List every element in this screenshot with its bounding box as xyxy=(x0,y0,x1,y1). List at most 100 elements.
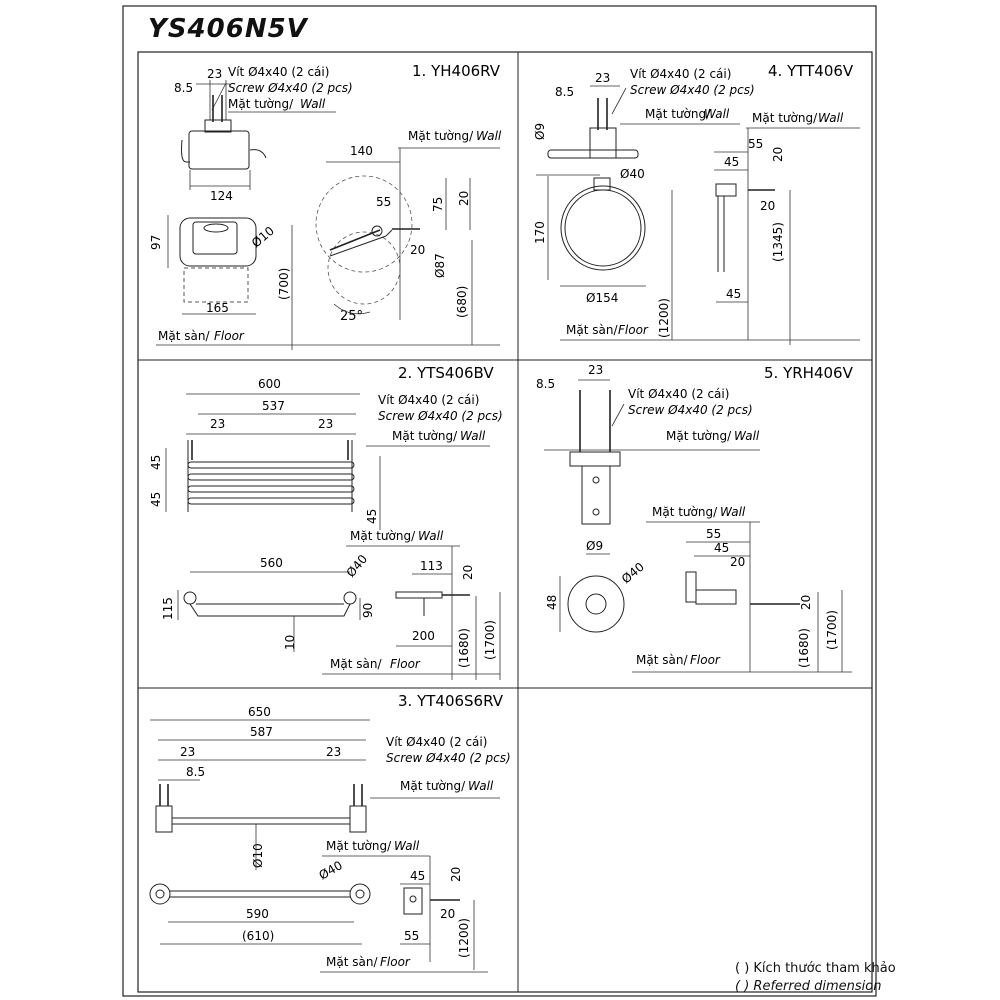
svg-text:Floor: Floor xyxy=(380,955,411,969)
svg-text:Vít Ø4x40 (2 cái): Vít Ø4x40 (2 cái) xyxy=(628,387,729,401)
svg-text:55: 55 xyxy=(748,137,763,151)
dim-20-b: 20 xyxy=(410,243,425,257)
towel-ring xyxy=(560,185,646,271)
roll-outline xyxy=(315,175,413,273)
svg-text:45: 45 xyxy=(149,492,163,507)
svg-text:Ø9: Ø9 xyxy=(533,123,547,140)
svg-text:Mặt tường/: Mặt tường/ xyxy=(350,529,416,543)
svg-text:3. YT406S6RV: 3. YT406S6RV xyxy=(398,692,504,710)
screw-label-vn: Vít Ø4x40 (2 cái) xyxy=(228,65,329,79)
svg-text:8.5: 8.5 xyxy=(536,377,555,391)
svg-text:10: 10 xyxy=(283,635,297,650)
svg-text:Mặt sàn/: Mặt sàn/ xyxy=(326,955,378,969)
svg-text:(1345): (1345) xyxy=(771,222,785,262)
panel-3-yt406s6rv: 3. YT406S6RV 650 587 Vít Ø4x40 (2 cái) S… xyxy=(149,692,511,973)
svg-text:20: 20 xyxy=(771,147,785,162)
svg-text:23: 23 xyxy=(318,417,333,431)
svg-text:23: 23 xyxy=(180,745,195,759)
towel-bar xyxy=(171,817,351,825)
svg-text:Mặt sàn/: Mặt sàn/ xyxy=(636,653,688,667)
svg-text:170: 170 xyxy=(533,221,547,244)
panel-2-yts406bv: 2. YTS406BV 600 537 Vít Ø4x40 (2 cái) Sc… xyxy=(149,364,503,680)
svg-text:Ø40: Ø40 xyxy=(317,858,345,882)
dim-680: (680) xyxy=(455,286,469,318)
svg-text:20: 20 xyxy=(760,199,775,213)
dim-700: (700) xyxy=(277,268,291,300)
svg-text:Floor: Floor xyxy=(690,653,721,667)
svg-text:8.5: 8.5 xyxy=(555,85,574,99)
svg-text:(1200): (1200) xyxy=(657,298,671,338)
svg-text:(1700): (1700) xyxy=(825,610,839,650)
svg-text:48: 48 xyxy=(545,595,559,610)
svg-text:55: 55 xyxy=(706,527,721,541)
svg-text:45: 45 xyxy=(724,155,739,169)
dim-20: 20 xyxy=(457,191,471,206)
svg-text:Wall: Wall xyxy=(734,429,760,443)
svg-text:Mặt tường/: Mặt tường/ xyxy=(326,839,392,853)
svg-text:20: 20 xyxy=(730,555,745,569)
wall-label-en: Wall xyxy=(300,97,326,111)
svg-text:20: 20 xyxy=(440,907,455,921)
svg-text:45: 45 xyxy=(726,287,741,301)
svg-text:20: 20 xyxy=(461,565,475,580)
svg-text:590: 590 xyxy=(246,907,269,921)
svg-text:5. YRH406V: 5. YRH406V xyxy=(764,364,854,382)
svg-text:(1680): (1680) xyxy=(457,628,471,668)
footnote-vn: ( ) Kích thước tham khảo xyxy=(735,961,896,976)
svg-text:20: 20 xyxy=(799,595,813,610)
svg-text:(610): (610) xyxy=(242,929,274,943)
svg-text:Mặt tường/: Mặt tường/ xyxy=(752,111,818,125)
dim-phi10: Ø10 xyxy=(249,224,277,251)
dim-165: 165 xyxy=(206,301,229,315)
svg-text:Screw Ø4x40 (2 pcs): Screw Ø4x40 (2 pcs) xyxy=(378,409,503,423)
dim-25deg: 25° xyxy=(340,309,363,324)
dim-124: 124 xyxy=(210,189,233,203)
footnote: ( ) Kích thước tham khảo ( ) Referred di… xyxy=(735,960,896,996)
svg-text:113: 113 xyxy=(420,559,443,573)
svg-text:45: 45 xyxy=(410,869,425,883)
svg-text:Wall: Wall xyxy=(720,505,746,519)
dim-97: 97 xyxy=(149,235,163,250)
svg-text:23: 23 xyxy=(210,417,225,431)
dim-75: 75 xyxy=(431,197,445,212)
svg-text:Wall: Wall xyxy=(476,129,502,143)
screw-label-en: Screw Ø4x40 (2 pcs) xyxy=(630,83,755,97)
svg-text:8.5: 8.5 xyxy=(186,765,205,779)
inner-frame xyxy=(137,51,873,993)
svg-text:Ø9: Ø9 xyxy=(586,539,603,553)
svg-text:(1200): (1200) xyxy=(457,918,471,958)
sheet-title: YS406N5V xyxy=(148,14,308,44)
footnote-en: ( ) Referred dimension xyxy=(735,979,882,994)
floor-label-en: Floor xyxy=(214,329,245,343)
svg-text:Wall: Wall xyxy=(418,529,444,543)
svg-text:Wall: Wall xyxy=(460,429,486,443)
panel-title: 1. YH406RV xyxy=(412,62,501,80)
panel-1-yh406rv: 1. YH406RV Vít Ø4x40 (2 cái) Screw Ø4x40… xyxy=(149,62,502,350)
panel-4-ytt406v: 4. YTT406V Vít Ø4x40 (2 cái) Screw Ø4x40… xyxy=(533,62,860,345)
screw-label-en: Screw Ø4x40 (2 pcs) xyxy=(228,81,353,95)
svg-text:Ø154: Ø154 xyxy=(586,291,618,305)
dim-phi87: Ø87 xyxy=(433,253,447,278)
svg-text:45: 45 xyxy=(365,509,379,524)
svg-text:23: 23 xyxy=(588,363,603,377)
svg-text:537: 537 xyxy=(262,399,285,413)
floor-label-vn: Mặt sàn/ xyxy=(158,329,210,343)
dim-55: 55 xyxy=(376,195,391,209)
svg-text:Mặt sàn/: Mặt sàn/ xyxy=(330,657,382,671)
svg-text:(1680): (1680) xyxy=(797,628,811,668)
robe-hook-base xyxy=(567,575,625,633)
svg-text:Mặt tường/: Mặt tường/ xyxy=(392,429,458,443)
svg-text:2. YTS406BV: 2. YTS406BV xyxy=(398,364,494,382)
svg-text:Ø40: Ø40 xyxy=(344,552,371,580)
svg-text:650: 650 xyxy=(248,705,271,719)
panel-title: 4. YTT406V xyxy=(768,62,854,80)
svg-text:Mặt tường/: Mặt tường/ xyxy=(400,779,466,793)
svg-text:600: 600 xyxy=(258,377,281,391)
svg-text:(1700): (1700) xyxy=(483,620,497,660)
svg-text:Wall: Wall xyxy=(394,839,420,853)
svg-text:Screw Ø4x40 (2 pcs): Screw Ø4x40 (2 pcs) xyxy=(386,751,511,765)
svg-text:Mặt tường/: Mặt tường/ xyxy=(666,429,732,443)
svg-text:200: 200 xyxy=(412,629,435,643)
svg-text:560: 560 xyxy=(260,556,283,570)
